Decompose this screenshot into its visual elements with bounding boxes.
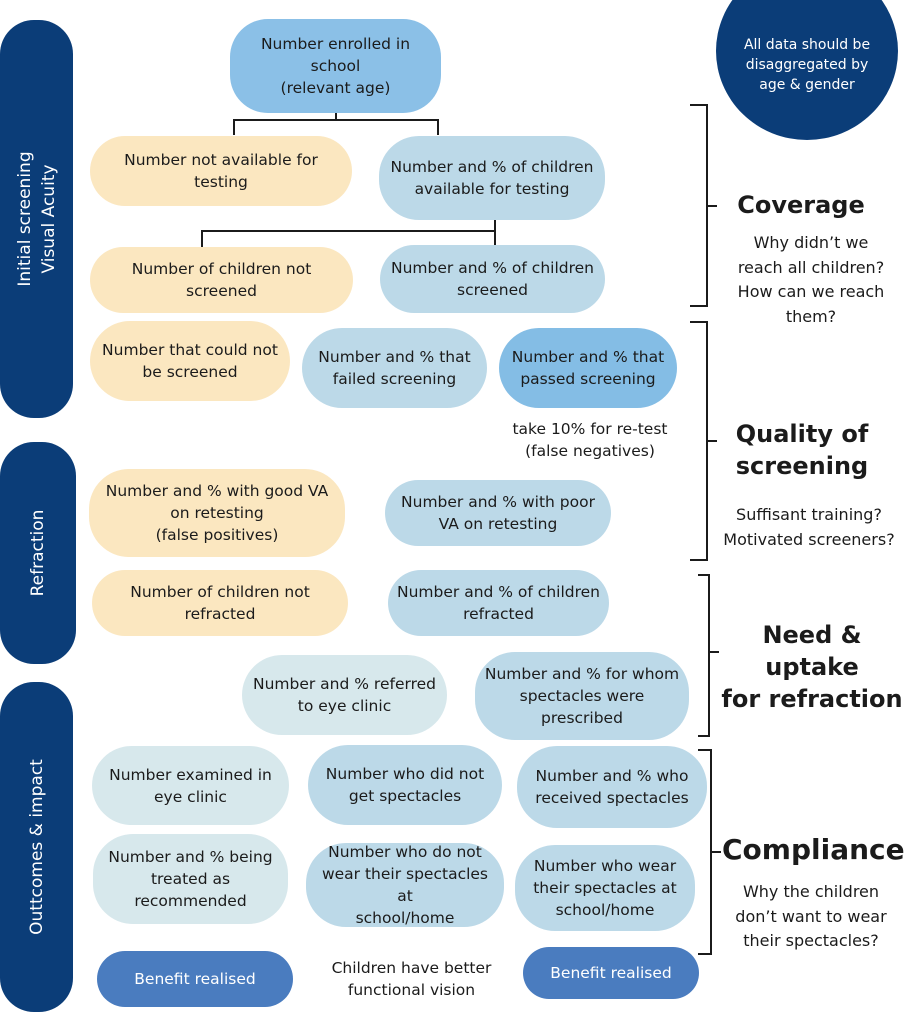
node-not-screened: Number of children not screened (90, 247, 353, 313)
node-did-not-get: Number who did not get spectacles (308, 745, 502, 825)
node-examined-clinic: Number examined in eye clinic (92, 746, 289, 825)
connector-line (233, 119, 235, 135)
bracket-tick (711, 851, 721, 853)
category-quality-subtitle: Suffisant training? Motivated screeners? (723, 505, 895, 549)
retest-note: take 10% for re-test (false negatives) (512, 420, 668, 460)
category-compliance-title: Compliance (722, 833, 905, 866)
node-refracted: Number and % of children refracted (388, 570, 609, 636)
node-not-available: Number not available for testing (90, 136, 352, 206)
node-could-not-screen: Number that could not be screened (90, 321, 290, 401)
node-not-refracted: Number of children not refracted (92, 570, 348, 636)
node-available: Number and % of children available for t… (379, 136, 605, 220)
section-tab-initial-screening: Initial screening Visual Acuity (0, 20, 73, 418)
section-label-initial-screening: Initial screening Visual Acuity (14, 151, 59, 287)
node-enrolled: Number enrolled in school (relevant age) (230, 19, 441, 113)
category-compliance-subtitle: Why the children don’t want to wear thei… (735, 882, 887, 950)
better-vision-text: Children have better functional vision (331, 959, 492, 999)
bracket-tick (707, 440, 717, 442)
category-coverage-subtitle: Why didn’t we reach all children? How ca… (737, 233, 885, 326)
section-label-outcomes: Outtcomes & impact (26, 759, 47, 935)
node-benefit-left: Benefit realised (97, 951, 293, 1007)
node-received: Number and % who received spectacles (517, 746, 707, 828)
section-tab-outcomes: Outtcomes & impact (0, 682, 73, 1012)
connector-line (233, 119, 439, 121)
bracket-need (698, 574, 710, 737)
node-referred-clinic: Number and % referred to eye clinic (242, 655, 447, 735)
connector-line (201, 230, 496, 232)
node-good-va: Number and % with good VA on retesting (… (89, 469, 345, 557)
category-quality-title: Quality of screening (735, 420, 869, 480)
node-prescribed: Number and % for whom spectacles were pr… (475, 652, 689, 740)
bracket-compliance (698, 749, 712, 955)
connector-line (201, 230, 203, 248)
node-benefit-right: Benefit realised (523, 947, 699, 999)
category-coverage-title: Coverage (737, 191, 865, 219)
connector-line (335, 111, 337, 120)
bracket-quality (690, 321, 708, 561)
category-need-title: Need & uptake for refraction (721, 621, 903, 713)
bracket-coverage (690, 104, 708, 307)
node-treated: Number and % being treated as recommende… (93, 834, 288, 924)
node-do-not-wear: Number who do not wear their spectacles … (306, 843, 504, 927)
section-tab-refraction: Refraction (0, 442, 76, 664)
bracket-tick (707, 205, 717, 207)
node-screened: Number and % of children screened (380, 245, 605, 313)
section-label-refraction: Refraction (28, 509, 48, 597)
node-failed-screening: Number and % that failed screening (302, 328, 487, 408)
disaggregation-note: All data should be disaggregated by age … (716, 0, 898, 140)
node-passed-screening: Number and % that passed screening (499, 328, 677, 408)
bracket-tick (709, 651, 719, 653)
node-wear: Number who wear their spectacles at scho… (515, 845, 695, 931)
connector-line (437, 119, 439, 135)
node-poor-va: Number and % with poor VA on retesting (385, 480, 611, 546)
